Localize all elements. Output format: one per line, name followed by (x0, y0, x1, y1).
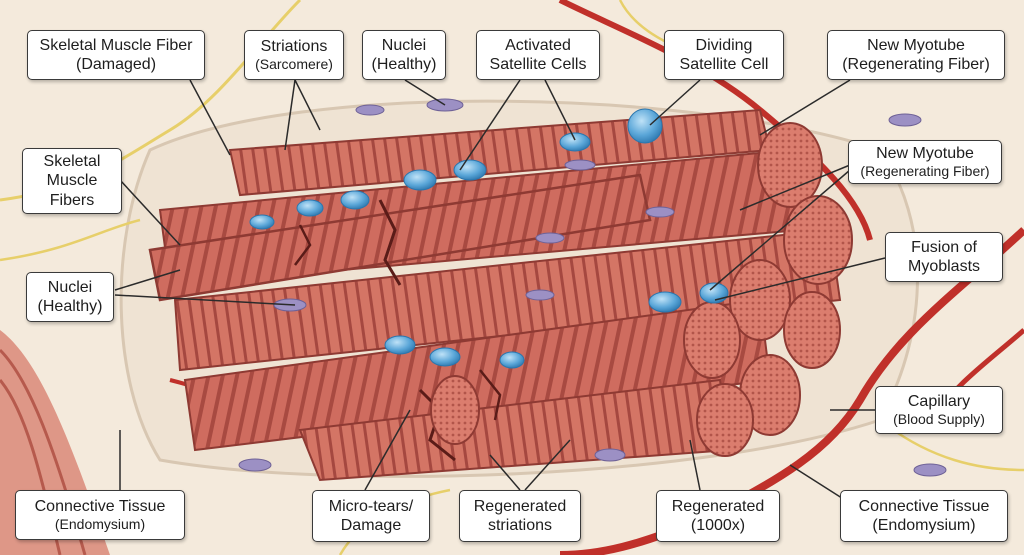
satellite-cell (454, 160, 486, 180)
label-fusion-of-myoblasts: Fusion of Myoblasts (885, 232, 1003, 282)
fiber-cross-section (684, 302, 740, 378)
label-line: Dividing (696, 36, 753, 55)
label-line: Regenerated (672, 497, 765, 516)
label-line: Activated (505, 36, 571, 55)
satellite-cell (560, 133, 590, 151)
nucleus (526, 290, 554, 300)
label-line: (1000x) (691, 516, 745, 535)
satellite-cell (430, 348, 460, 366)
label-line: (Regenerating Fiber) (860, 163, 989, 180)
label-striations-sarcomere: Striations (Sarcomere) (244, 30, 344, 80)
label-line: New Myotube (876, 144, 974, 163)
nucleus (536, 233, 564, 243)
label-connective-tissue-left: Connective Tissue (Endomysium) (15, 490, 185, 540)
nucleus (239, 459, 271, 471)
label-line: (Healthy) (372, 55, 437, 74)
label-skeletal-muscle-fiber-damaged: Skeletal Muscle Fiber (Damaged) (27, 30, 205, 80)
label-line: (Blood Supply) (893, 411, 985, 428)
satellite-cell (341, 191, 369, 209)
nucleus (646, 207, 674, 217)
label-line: Connective Tissue (859, 497, 990, 516)
satellite-cell (250, 215, 274, 229)
label-line: Damage (341, 516, 401, 535)
label-capillary: Capillary (Blood Supply) (875, 386, 1003, 434)
label-line: Fusion of (911, 238, 977, 257)
label-line: (Endomysium) (55, 516, 145, 533)
satellite-cell (500, 352, 524, 368)
fiber-cross-section (697, 384, 753, 456)
torn-fiber-end (431, 376, 479, 444)
label-line: Nuclei (382, 36, 426, 55)
satellite-cell (297, 200, 323, 216)
label-regenerated-1000x: Regenerated (1000x) (656, 490, 780, 542)
label-nuclei-healthy-left: Nuclei (Healthy) (26, 272, 114, 322)
label-line: (Healthy) (38, 297, 103, 316)
dividing-satellite-cell (628, 109, 662, 143)
label-line: Nuclei (48, 278, 92, 297)
label-line: Striations (261, 37, 328, 56)
fiber-cross-section (784, 292, 840, 368)
nucleus (356, 105, 384, 115)
label-activated-satellite-cells: Activated Satellite Cells (476, 30, 600, 80)
satellite-cell (385, 336, 415, 354)
label-line: (Sarcomere) (255, 56, 333, 73)
label-line: Myoblasts (908, 257, 980, 276)
label-line: (Damaged) (76, 55, 156, 74)
nucleus (595, 449, 625, 461)
nucleus (914, 464, 946, 476)
myoblast (649, 292, 681, 312)
label-line: striations (488, 516, 552, 535)
label-line: Muscle (47, 171, 98, 190)
label-line: Skeletal Muscle Fiber (40, 36, 193, 55)
label-new-myotube-top: New Myotube (Regenerating Fiber) (827, 30, 1005, 80)
label-line: New Myotube (867, 36, 965, 55)
label-line: (Endomysium) (872, 516, 975, 535)
nucleus (889, 114, 921, 126)
nucleus (565, 160, 595, 170)
label-micro-tears-damage: Micro-tears/ Damage (312, 490, 430, 542)
label-new-myotube-mid: New Myotube (Regenerating Fiber) (848, 140, 1002, 184)
label-dividing-satellite-cell: Dividing Satellite Cell (664, 30, 784, 80)
label-line: Connective Tissue (35, 497, 166, 516)
label-line: Satellite Cells (490, 55, 587, 74)
label-skeletal-muscle-fibers: Skeletal Muscle Fibers (22, 148, 122, 214)
label-regenerated-striations: Regenerated striations (459, 490, 581, 542)
label-line: Micro-tears/ (329, 497, 413, 516)
satellite-cell (404, 170, 436, 190)
label-line: (Regenerating Fiber) (842, 55, 990, 74)
label-connective-tissue-right: Connective Tissue (Endomysium) (840, 490, 1008, 542)
fiber-cross-section (758, 123, 822, 207)
label-line: Capillary (908, 392, 970, 411)
label-nuclei-healthy-top: Nuclei (Healthy) (362, 30, 446, 80)
label-line: Skeletal (44, 152, 101, 171)
label-line: Regenerated (474, 497, 567, 516)
label-line: Satellite Cell (680, 55, 769, 74)
fiber-cross-section (784, 196, 852, 284)
label-line: Fibers (50, 191, 94, 210)
